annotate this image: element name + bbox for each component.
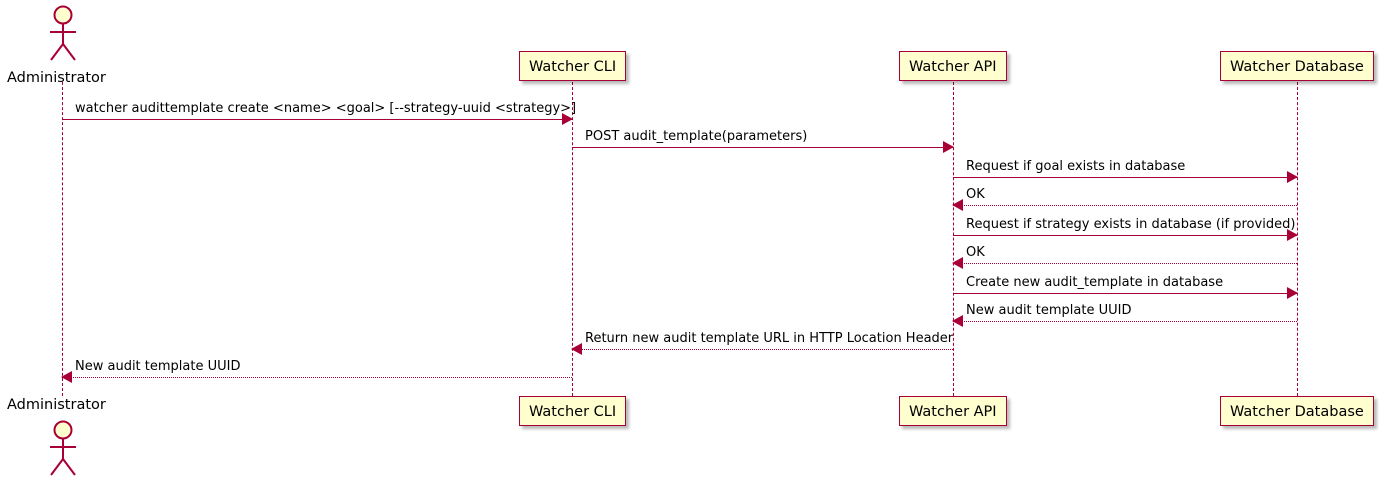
message-label-7: Create new audit_template in database (966, 275, 1224, 290)
message-1: watcher audittemplate create <name> <goa… (62, 101, 576, 125)
arrowhead-right-icon (943, 141, 954, 153)
arrowhead-left-icon (952, 315, 963, 327)
participant-box-watcher-api-bottom[interactable]: Watcher API (899, 396, 1007, 426)
arrowhead-left-icon (952, 199, 963, 211)
message-line-1 (62, 119, 572, 120)
stick-figure-icon (50, 5, 76, 61)
actor-administrator-bottom (39, 420, 85, 478)
message-3: Request if goal exists in database (953, 159, 1298, 183)
lifeline-watcher-api (953, 82, 954, 396)
message-10: New audit template UUID (61, 359, 572, 383)
participant-box-watcher-cli-bottom[interactable]: Watcher CLI (519, 396, 627, 426)
message-7: Create new audit_template in database (953, 275, 1298, 299)
actor-administrator-top (39, 5, 85, 63)
arrowhead-right-icon (1287, 171, 1298, 183)
message-line-4 (953, 205, 1297, 206)
message-4: OK (952, 187, 1297, 211)
message-label-2: POST audit_template(parameters) (585, 129, 808, 144)
message-line-10 (62, 377, 572, 378)
participant-box-watcher-api-top[interactable]: Watcher API (899, 51, 1007, 81)
arrowhead-left-icon (571, 343, 582, 355)
arrowhead-left-icon (952, 257, 963, 269)
message-label-8: New audit template UUID (966, 303, 1132, 318)
lifeline-watcher-cli (572, 82, 573, 396)
arrowhead-right-icon (562, 113, 573, 125)
message-5: Request if strategy exists in database (… (953, 217, 1298, 241)
message-line-6 (953, 263, 1297, 264)
message-label-5: Request if strategy exists in database (… (966, 217, 1296, 232)
message-8: New audit template UUID (952, 303, 1297, 327)
lifeline-administrator (62, 82, 63, 396)
stick-figure-icon (50, 420, 76, 476)
participant-box-watcher-db-top[interactable]: Watcher Database (1220, 51, 1374, 81)
message-line-3 (953, 177, 1297, 178)
message-9: Return new audit template URL in HTTP Lo… (571, 331, 953, 355)
message-label-9: Return new audit template URL in HTTP Lo… (585, 331, 954, 346)
arrowhead-right-icon (1287, 229, 1298, 241)
message-6: OK (952, 245, 1297, 269)
participant-box-watcher-db-bottom[interactable]: Watcher Database (1220, 396, 1374, 426)
actor-administrator-top-label: Administrator (7, 70, 106, 86)
arrowhead-left-icon (61, 371, 72, 383)
actor-administrator-bottom-label: Administrator (7, 397, 106, 413)
message-2: POST audit_template(parameters) (572, 129, 954, 153)
message-line-8 (953, 321, 1297, 322)
message-label-4: OK (966, 187, 985, 202)
message-line-9 (572, 349, 953, 350)
message-label-6: OK (966, 245, 985, 260)
message-label-10: New audit template UUID (75, 359, 241, 374)
message-line-2 (572, 147, 953, 148)
message-label-1: watcher audittemplate create <name> <goa… (75, 101, 577, 116)
message-label-3: Request if goal exists in database (966, 159, 1186, 174)
message-line-7 (953, 293, 1297, 294)
arrowhead-right-icon (1287, 287, 1298, 299)
participant-box-watcher-cli-top[interactable]: Watcher CLI (519, 51, 627, 81)
message-line-5 (953, 235, 1297, 236)
